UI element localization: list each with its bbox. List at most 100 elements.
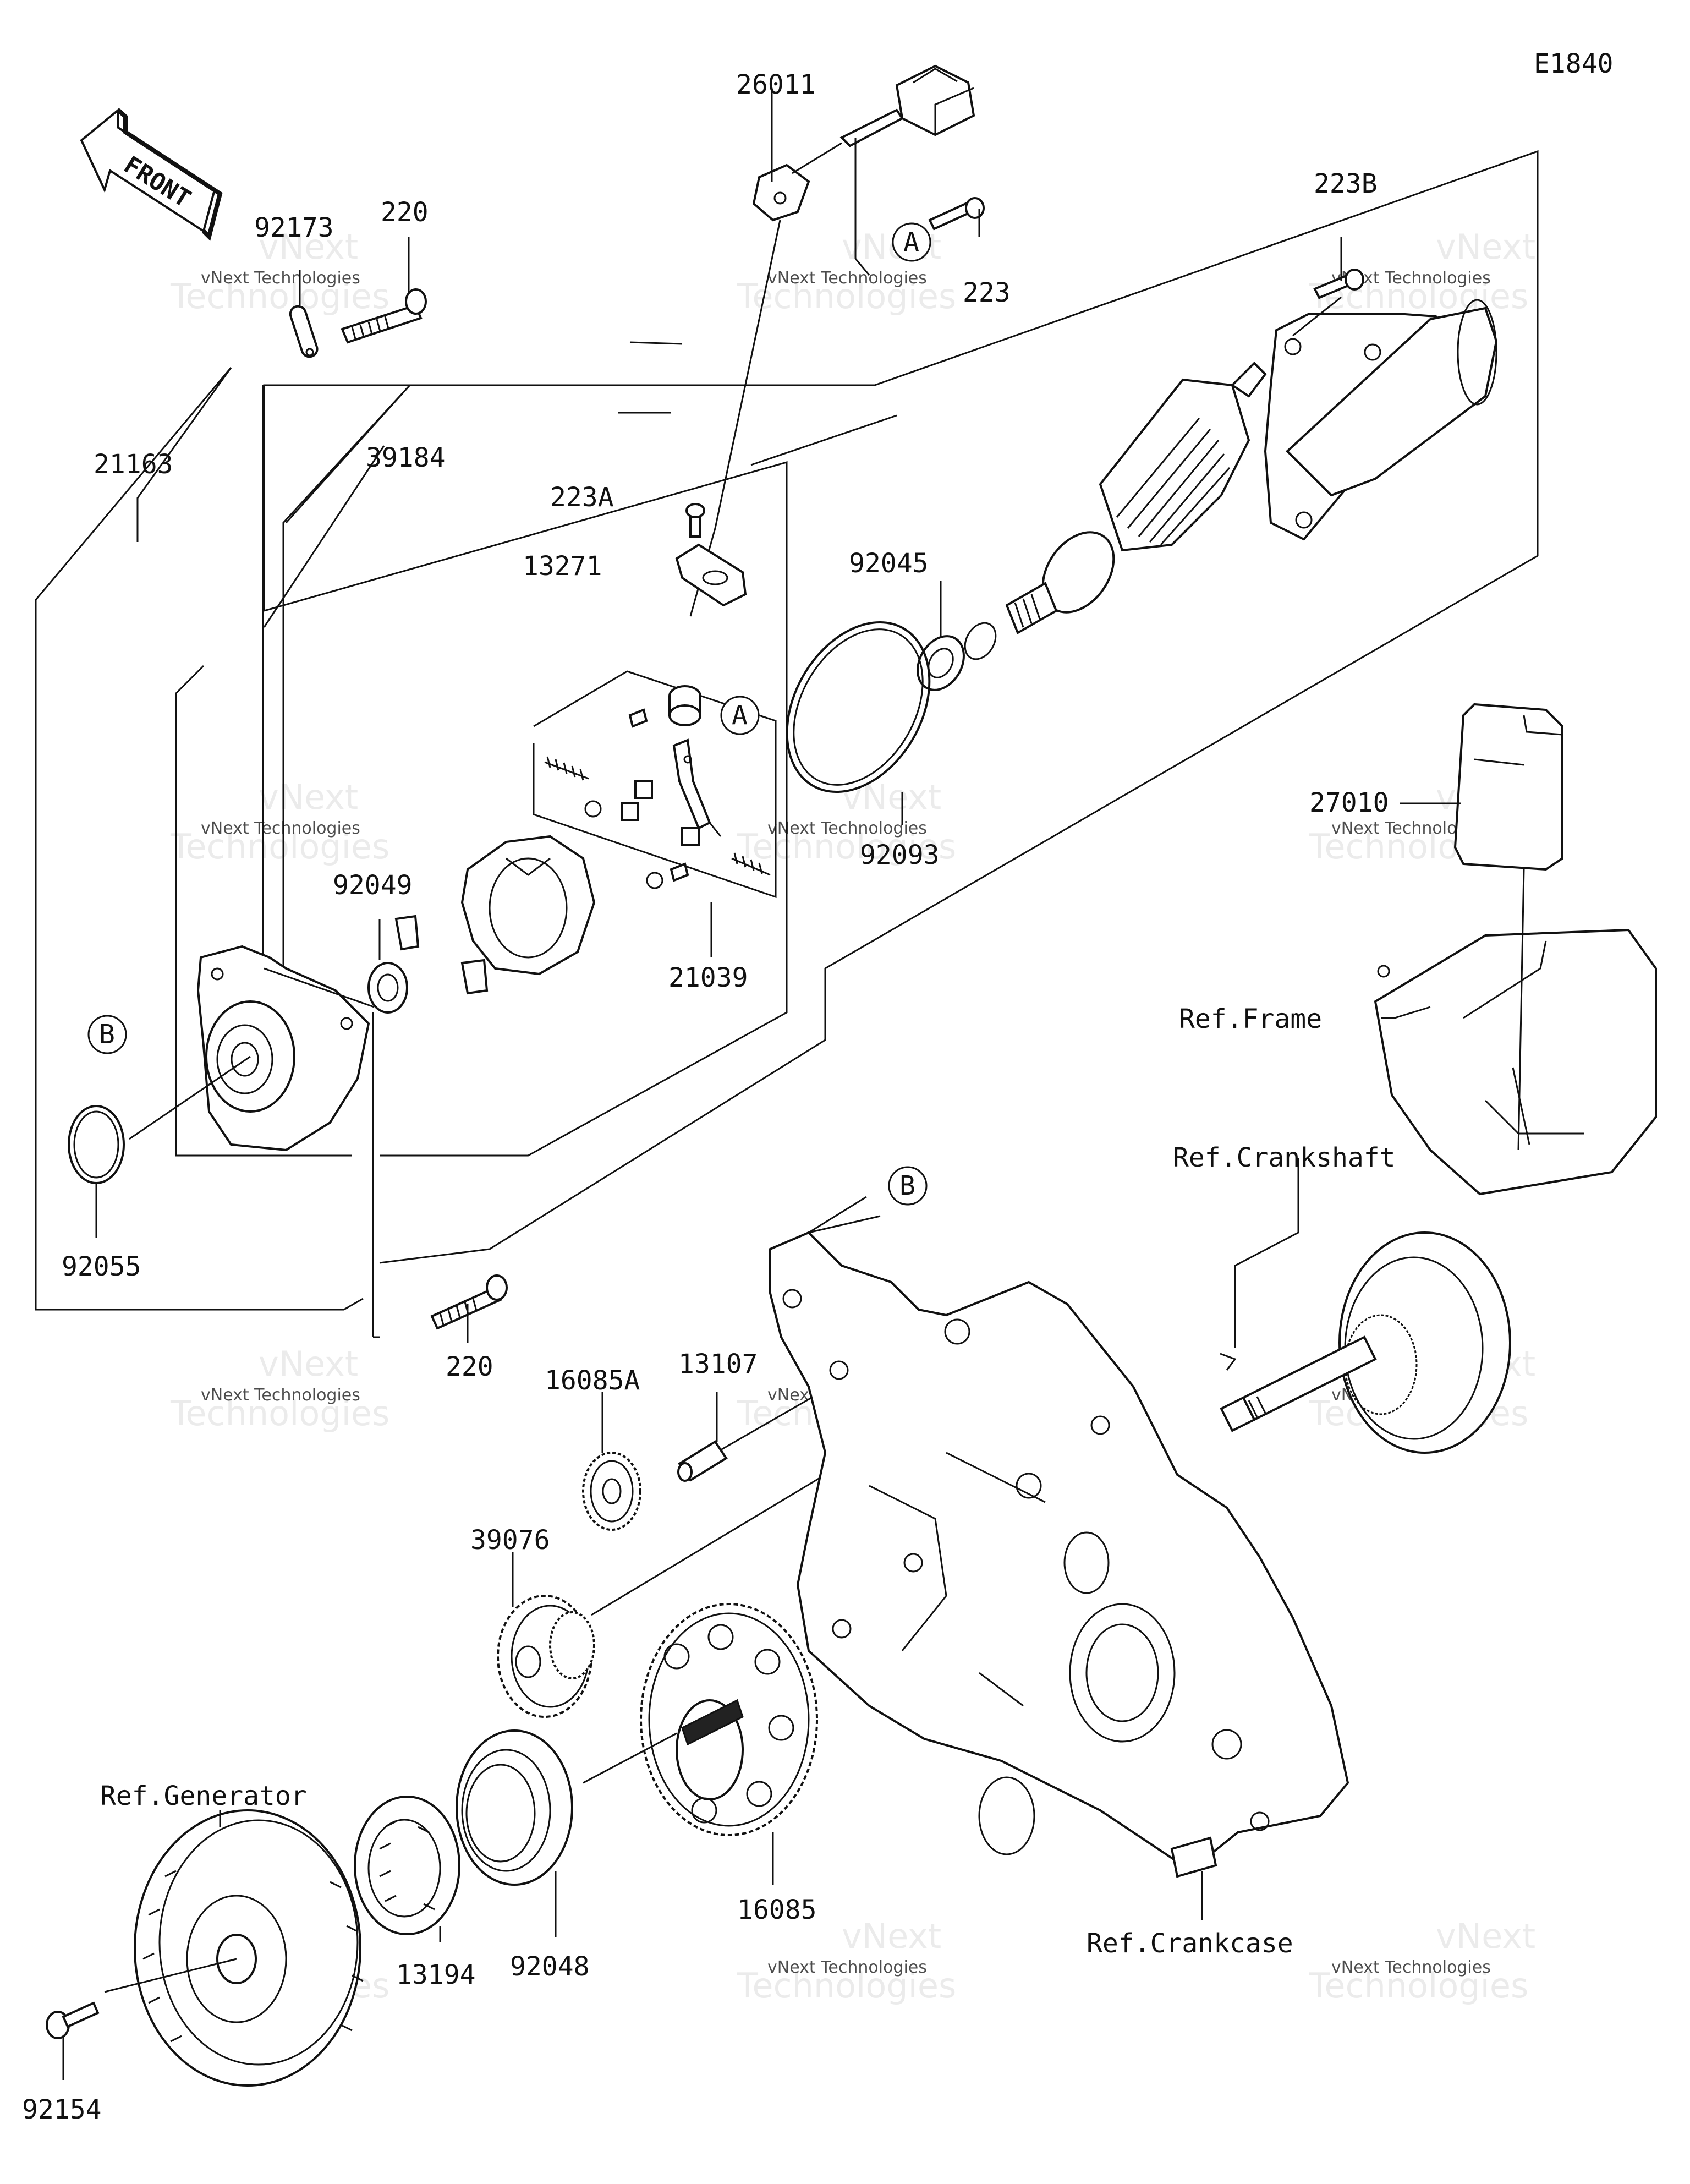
ref-generator-rotor [104,1809,364,2087]
part-terminal-grommet[interactable] [668,685,701,726]
label-26011[interactable]: 26011 [736,69,816,100]
part-brushes[interactable] [584,708,700,889]
watermark: vNext Technologies vNext Technologies [170,1344,389,1433]
label-92048[interactable]: 92048 [510,1951,590,1982]
label-92154[interactable]: 92154 [22,2094,102,2125]
part-223B-screw[interactable] [1313,269,1364,299]
watermark: vNext Technologies vNext Technologies [737,777,956,867]
svg-text:B: B [99,1019,115,1050]
svg-text:vNext Technologies: vNext Technologies [767,819,927,838]
svg-text:Technologies: Technologies [170,276,389,316]
front-arrow-icon: FRONT [80,107,223,241]
svg-text:vNext Technologies: vNext Technologies [767,1958,927,1977]
svg-text:Technologies: Technologies [737,826,956,867]
part-223-screw[interactable] [928,197,985,231]
part-27010-relay[interactable] [1453,703,1563,871]
part-92049-oil-seal[interactable] [367,962,408,1014]
watermark: vNext Technologies vNext Technologies [170,227,389,316]
svg-text:vNext: vNext [259,777,358,817]
watermark: vNext Technologies vNext Technologies [170,777,389,867]
ref-frame-drawing [1374,869,1657,1196]
watermark: vNext Technologies vNext Technologies [737,1916,956,2006]
svg-text:vNext: vNext [1436,1916,1535,1956]
callout-b-left: B [87,1015,127,1054]
label-92049[interactable]: 92049 [333,870,413,901]
part-92173-pin[interactable] [288,304,319,359]
svg-text:vNext Technologies: vNext Technologies [201,269,360,288]
label-ref-crankshaft[interactable]: Ref.Crankshaft [1173,1142,1396,1173]
label-92093[interactable]: 92093 [860,840,940,871]
part-13194-clutch[interactable] [354,1796,460,1935]
part-brush-holder[interactable] [460,835,596,976]
label-39184[interactable]: 39184 [366,442,446,473]
part-circlip[interactable] [959,617,1002,665]
label-21163[interactable]: 21163 [94,449,173,480]
label-ref-frame[interactable]: Ref.Frame [1179,1004,1322,1034]
reference-labels: Ref.Frame Ref.Crankshaft Ref.Generator R… [100,1004,1396,1959]
label-223A[interactable]: 223A [550,482,614,513]
part-92045-bearing[interactable] [908,628,973,698]
label-21039[interactable]: 21039 [668,962,748,993]
part-92154-bolt[interactable] [46,2001,100,2039]
label-39076[interactable]: 39076 [470,1525,550,1556]
part-223A-screw[interactable] [685,503,705,538]
label-13271[interactable]: 13271 [523,551,602,582]
group-brackets [35,150,1539,1338]
svg-text:vNext Technologies: vNext Technologies [201,1386,360,1405]
svg-text:Technologies: Technologies [1309,1966,1528,2006]
svg-text:vNext: vNext [1436,227,1535,267]
label-220-bottom[interactable]: 220 [446,1351,493,1382]
watermark: vNext Technologies vNext Technologies [1309,227,1535,316]
part-starter-front-cover[interactable] [129,945,375,1152]
part-armature[interactable] [1005,362,1267,634]
svg-text:vNext Technologies: vNext Technologies [201,819,360,838]
label-27010[interactable]: 27010 [1309,787,1389,818]
part-92093-o-ring[interactable] [758,597,958,818]
ref-crankcase [769,1215,1349,1878]
part-92055-o-ring[interactable] [68,1105,125,1184]
svg-text:Technologies: Technologies [170,826,389,867]
label-220-top[interactable]: 220 [381,197,429,228]
label-13194[interactable]: 13194 [396,1959,476,1990]
watermark: vNext Technologies vNext Technologies [1309,1916,1535,2006]
svg-text:Technologies: Technologies [737,276,956,316]
label-16085[interactable]: 16085 [737,1895,817,1925]
callout-a-lower: A [720,696,760,735]
label-92055[interactable]: 92055 [62,1251,141,1282]
part-39076-idle-gear[interactable] [497,1474,826,1718]
part-16085-starter-gear[interactable] [583,1603,818,1836]
label-92173[interactable]: 92173 [254,212,334,243]
callout-b-mid: B [888,1166,928,1206]
svg-text:B: B [899,1170,915,1201]
svg-text:Technologies: Technologies [170,1393,389,1433]
svg-text:vNext: vNext [842,1916,941,1956]
leader-lines [62,88,1461,2080]
part-brush-springs[interactable] [544,756,771,876]
part-brush-plate[interactable] [672,738,722,837]
svg-text:A: A [903,227,919,258]
label-223B[interactable]: 223B [1314,168,1378,199]
part-220-bolt-top[interactable] [341,288,427,344]
part-13271-plate[interactable] [675,543,747,607]
label-13107[interactable]: 13107 [678,1349,758,1380]
part-92048-bearing[interactable] [456,1729,573,1886]
part-starter-motor-yoke[interactable] [1264,296,1498,541]
label-ref-generator[interactable]: Ref.Generator [100,1781,307,1811]
label-92045[interactable]: 92045 [849,548,929,579]
svg-text:vNext Technologies: vNext Technologies [1331,1958,1491,1977]
label-223[interactable]: 223 [963,277,1011,308]
label-ref-crankcase[interactable]: Ref.Crankcase [1087,1928,1293,1959]
callout-a-upper: A [892,222,931,262]
part-gasket-small[interactable] [394,915,489,995]
ref-crankshaft [1220,1231,1511,1454]
svg-text:vNext Technologies: vNext Technologies [767,269,927,288]
svg-text:Technologies: Technologies [737,1966,956,2006]
svg-text:vNext: vNext [842,777,941,817]
part-220-bolt-bottom[interactable] [430,1274,508,1330]
part-26011-connector[interactable] [689,64,975,617]
label-16085A[interactable]: 16085A [545,1365,640,1396]
part-16085A-gear[interactable] [582,1452,641,1531]
diagram-code: E1840 [1534,48,1614,79]
part-labels: 26011 92173 220 223 223B 21163 39184 223… [22,69,1389,2125]
